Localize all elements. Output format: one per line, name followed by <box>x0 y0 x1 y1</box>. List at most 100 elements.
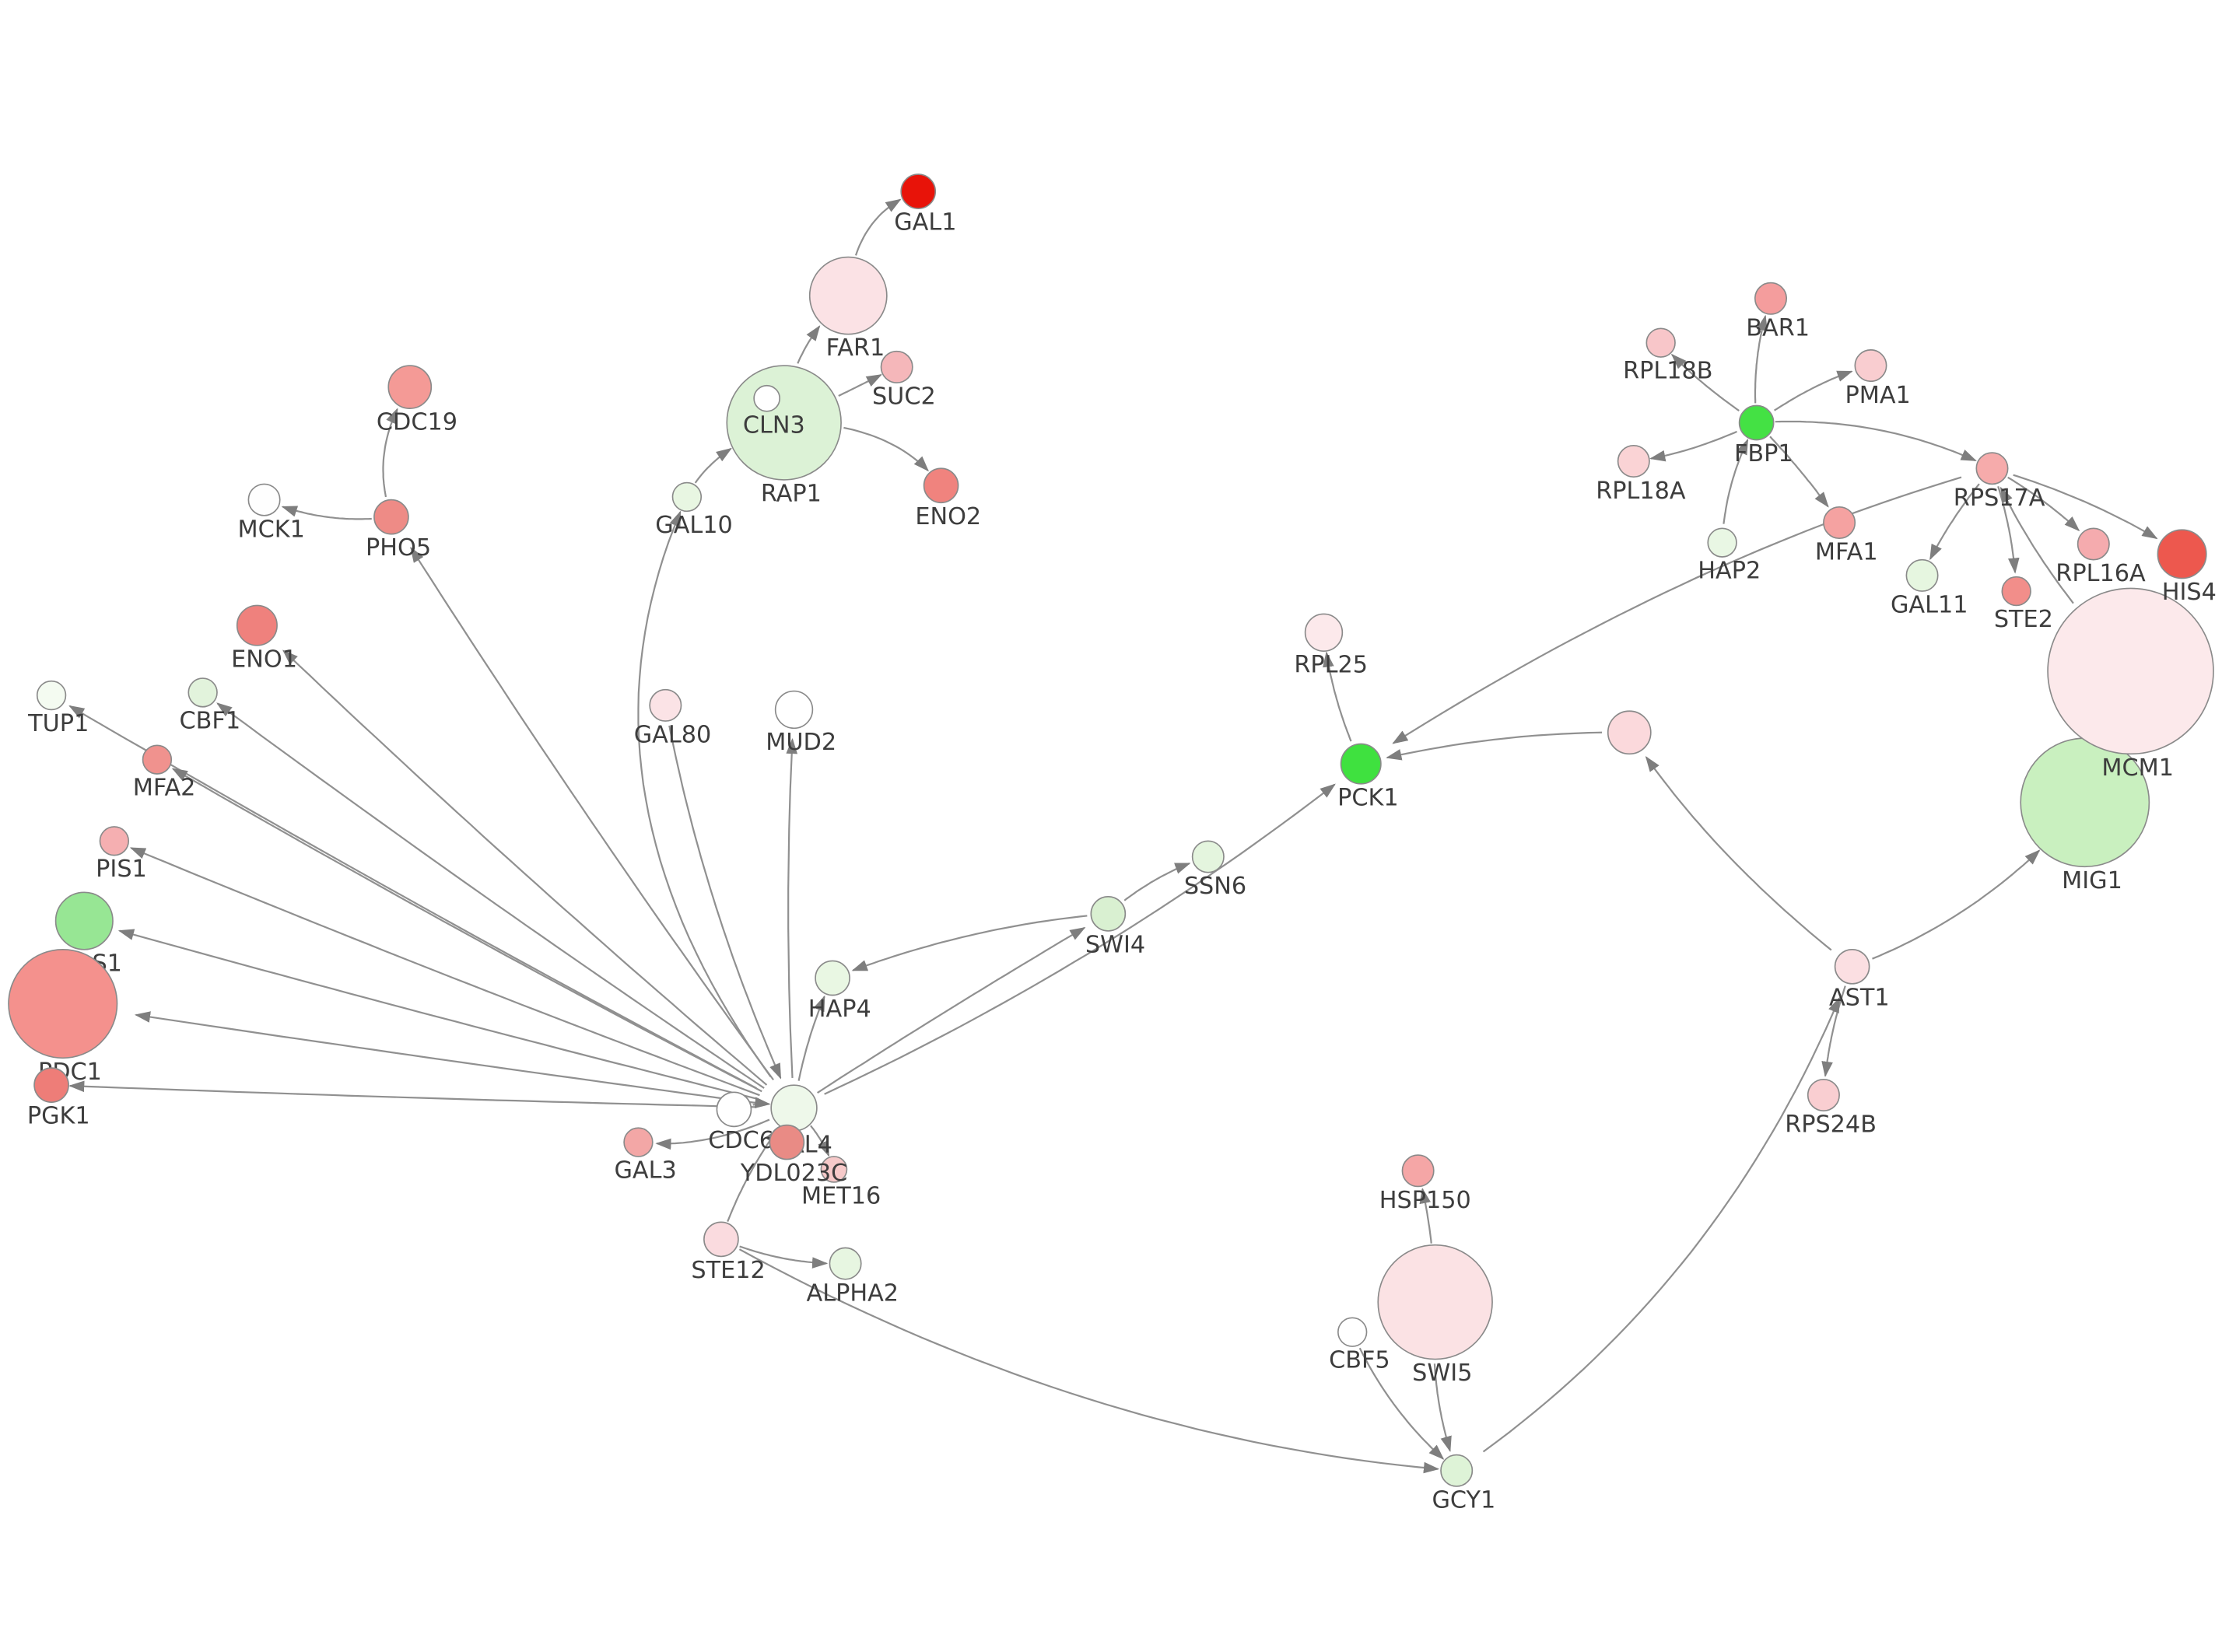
node-label-SWI4: SWI4 <box>1085 931 1145 958</box>
node-CBF1[interactable] <box>188 677 218 708</box>
edge-HAP2-FBP1 <box>1723 439 1749 524</box>
node-TUP1[interactable] <box>36 680 67 711</box>
edge-GAL4-GAL3 <box>655 1118 770 1150</box>
node-PGK1[interactable] <box>33 1067 69 1103</box>
node-MCK1[interactable] <box>247 483 281 516</box>
edge-CBF5-GCY1 <box>1358 1347 1445 1460</box>
node-RPL18B[interactable] <box>1645 327 1676 358</box>
edge-FBP1-RPL18B <box>1670 353 1740 411</box>
node-SUC2[interactable] <box>880 350 913 383</box>
edge-SWI4-HAP4 <box>851 915 1088 971</box>
node-label-AST1: AST1 <box>1829 984 1890 1011</box>
edge-FBP1-BAR1 <box>1754 314 1768 404</box>
node-FBP1[interactable] <box>1738 404 1775 441</box>
node-MCM1[interactable] <box>2047 587 2214 755</box>
node-label-TUP1: TUP1 <box>27 710 89 737</box>
node-label-CLN3: CLN3 <box>743 411 805 439</box>
node-STE12[interactable] <box>703 1221 739 1258</box>
node-RPL18A[interactable] <box>1617 445 1650 478</box>
node-YDL023C[interactable] <box>769 1124 805 1160</box>
edge-FBP1-MFA1 <box>1769 436 1829 508</box>
node-label-ALPHA2: ALPHA2 <box>807 1279 899 1307</box>
node-label-ENO2: ENO2 <box>915 503 981 530</box>
node-label-MFA1: MFA1 <box>1815 539 1878 566</box>
edge-RPS17A-HIS4 <box>2013 474 2158 540</box>
node-label-GAL3: GAL3 <box>614 1157 676 1184</box>
node-label-GAL10: GAL10 <box>655 512 733 539</box>
node-MET16[interactable] <box>820 1156 848 1183</box>
node-FAR1[interactable] <box>808 256 888 335</box>
node-RPS24B[interactable] <box>1807 1078 1840 1112</box>
node-HSP150[interactable] <box>1401 1154 1435 1188</box>
node-BAR1[interactable] <box>1754 282 1788 315</box>
node-label-GAL1: GAL1 <box>894 209 956 236</box>
edge-FAR1-GAL1 <box>854 198 902 256</box>
node-PDC1[interactable] <box>8 948 118 1059</box>
node-SSN6[interactable] <box>1191 840 1225 873</box>
edge-GAL4-PHO5 <box>410 546 774 1080</box>
edge-FBP1-RPL18A <box>1649 430 1737 462</box>
node-label-MFA2: MFA2 <box>133 775 196 802</box>
edge-GAL4-PCK1 <box>824 783 1336 1095</box>
edges-layer <box>68 198 2158 1474</box>
node-RPS17A[interactable] <box>1975 452 2009 485</box>
node-RPL16A[interactable] <box>2077 527 2110 561</box>
node-label-FBP1: FBP1 <box>1734 440 1793 467</box>
node-SWI5[interactable] <box>1377 1244 1493 1360</box>
node-PMA1[interactable] <box>1854 349 1887 383</box>
node-STE2[interactable] <box>2001 576 2031 607</box>
edge-RPS17A-PCK1 <box>1392 476 1962 744</box>
node-GAL10[interactable] <box>671 481 703 513</box>
node-HAP2[interactable] <box>1707 527 1737 558</box>
node-SWI4[interactable] <box>1090 896 1127 932</box>
node-label-CDC6: CDC6 <box>708 1127 774 1154</box>
node-PHO5[interactable] <box>373 499 409 535</box>
node-N47[interactable] <box>1607 710 1652 755</box>
edge-RAP1-ENO2 <box>843 426 929 472</box>
node-label-STE2: STE2 <box>1994 606 2053 633</box>
node-HIS4[interactable] <box>2157 529 2207 579</box>
node-label-PMA1: PMA1 <box>1845 382 1910 409</box>
node-label-MET16: MET16 <box>801 1182 881 1209</box>
node-CLN3[interactable] <box>753 384 780 412</box>
node-RPL25[interactable] <box>1304 613 1344 652</box>
node-GAL1[interactable] <box>900 173 937 209</box>
node-label-PCK1: PCK1 <box>1337 784 1399 811</box>
node-CBF5[interactable] <box>1337 1317 1368 1347</box>
node-GAL80[interactable] <box>649 688 682 722</box>
edge-SWI4-SSN6 <box>1123 863 1191 901</box>
edge-GAL4-MFA2 <box>171 768 762 1093</box>
node-GAL3[interactable] <box>623 1127 654 1157</box>
edge-GAL4-PDC1 <box>134 1011 758 1104</box>
node-label-RPL16A: RPL16A <box>2056 560 2146 587</box>
node-label-BAR1: BAR1 <box>1746 315 1810 342</box>
node-PCK1[interactable] <box>1340 743 1382 785</box>
node-PIS1[interactable] <box>99 826 130 856</box>
node-ENO2[interactable] <box>923 467 959 504</box>
node-MUD2[interactable] <box>774 690 814 730</box>
edge-STE12-GCY1 <box>738 1248 1440 1474</box>
node-ALPHA2[interactable] <box>829 1247 862 1280</box>
node-MFA2[interactable] <box>142 744 173 775</box>
node-label-GCY1: GCY1 <box>1432 1486 1495 1514</box>
node-GAL4[interactable] <box>770 1084 818 1132</box>
edge-FBP1-PMA1 <box>1773 370 1853 411</box>
node-label-RAP1: RAP1 <box>761 480 822 507</box>
node-CDC6[interactable] <box>716 1091 752 1128</box>
node-label-HSP150: HSP150 <box>1379 1187 1471 1214</box>
node-label-PIS1: PIS1 <box>96 856 147 883</box>
node-label-MIG1: MIG1 <box>2062 867 2122 894</box>
node-label-CBF5: CBF5 <box>1329 1347 1390 1374</box>
edge-STE12-GAL4 <box>727 1128 779 1223</box>
node-GCY1[interactable] <box>1440 1454 1474 1487</box>
node-HAP4[interactable] <box>815 960 850 996</box>
node-GAL11[interactable] <box>1905 558 1939 592</box>
node-CDC19[interactable] <box>387 365 433 409</box>
node-RAS1[interactable] <box>54 891 114 950</box>
node-ENO1[interactable] <box>236 604 278 646</box>
node-AST1[interactable] <box>1834 948 1870 985</box>
node-MFA1[interactable] <box>1823 506 1856 539</box>
node-label-RPL18B: RPL18B <box>1623 358 1712 385</box>
node-label-YDL023C: YDL023C <box>740 1160 848 1187</box>
